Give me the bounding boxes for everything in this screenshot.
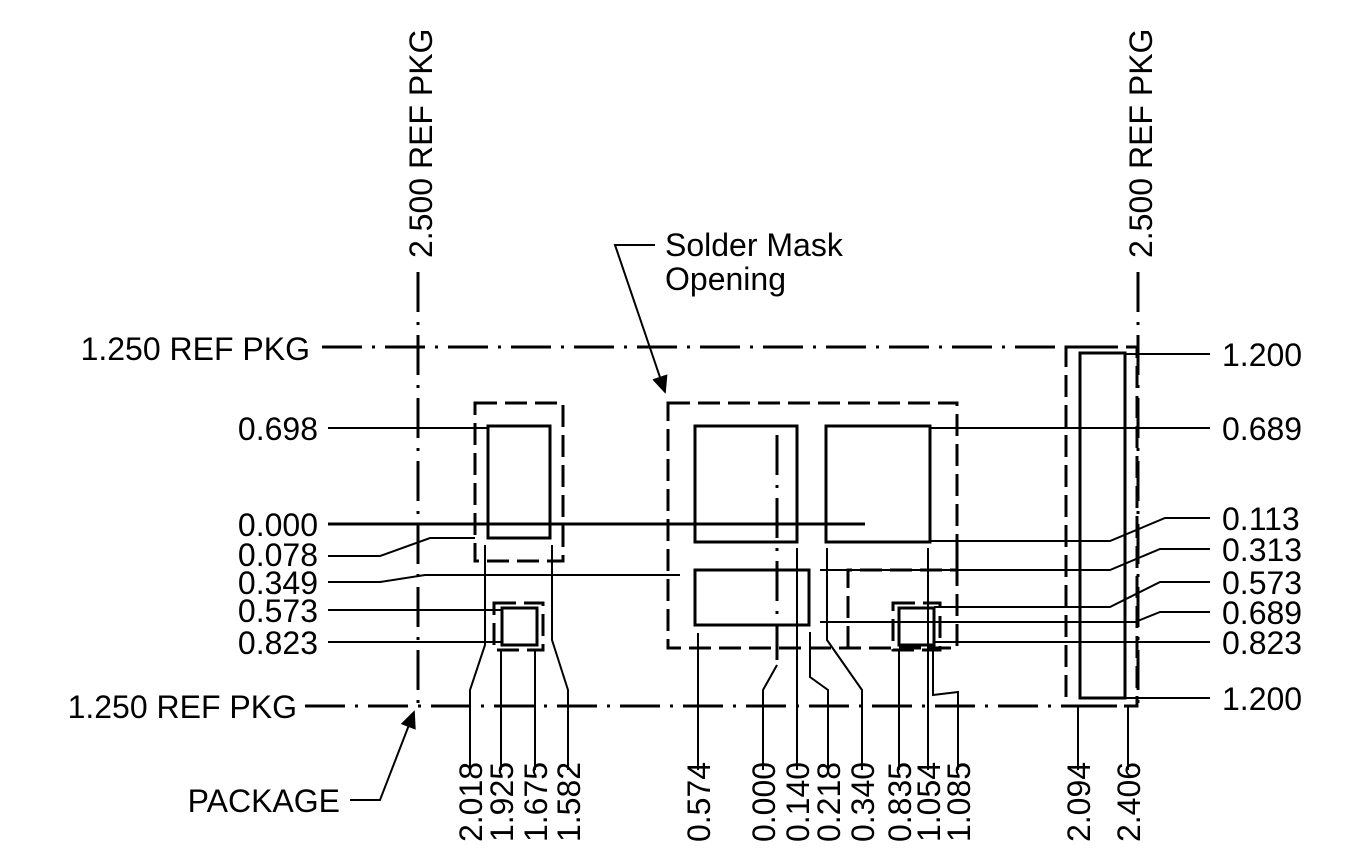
right-pad [1064,345,1139,708]
left-label-0349: 0.349 [238,565,318,601]
bottom-label: 0.835 [882,762,918,842]
top-label-right: 2.500 REF PKG [1123,29,1159,258]
top-label-left: 2.500 REF PKG [403,29,439,258]
left-pad [473,401,565,652]
right-label-0573: 0.573 [1222,565,1302,601]
dimension-leaders [328,244,1210,801]
bottom-label: 1.085 [941,762,977,842]
bottom-label: 1.054 [911,762,947,842]
bottom-label: 2.094 [1061,762,1097,842]
left-ref-top: 1.250 REF PKG [81,331,310,367]
bottom-label: 1.675 [518,762,554,842]
bottom-label: 0.340 [845,762,881,842]
bottom-label: 0.218 [811,762,847,842]
bottom-label: 2.018 [453,762,489,842]
bottom-label: 0.574 [681,762,717,842]
right-label-1200-bottom: 1.200 [1222,681,1302,717]
bottom-label: 1.582 [551,762,587,842]
right-label-0689: 0.689 [1222,411,1302,447]
right-label-1200-top: 1.200 [1222,337,1302,373]
right-label-0313: 0.313 [1222,532,1302,568]
package-outline [305,272,1140,708]
package-callout: PACKAGE [188,783,340,819]
right-label-0113: 0.113 [1222,501,1300,537]
left-label-0078: 0.078 [238,537,318,573]
bottom-label: 1.925 [484,762,520,842]
bottom-labels: 2.018 1.925 1.675 1.582 0.574 0.000 0.14… [453,762,1147,842]
left-label-0000: 0.000 [238,507,318,543]
left-label-0698: 0.698 [238,411,318,447]
solder-mask-callout-line1: Solder Mask [665,227,844,263]
right-label-0689b: 0.689 [1222,595,1302,631]
right-label-0823: 0.823 [1222,625,1302,661]
bottom-label: 0.000 [746,762,782,842]
solder-mask-callout-line2: Opening [665,261,786,297]
bottom-label: 2.406 [1111,762,1147,842]
left-label-0823: 0.823 [238,625,318,661]
left-ref-bottom: 1.250 REF PKG [68,689,297,725]
left-label-0573: 0.573 [238,593,318,629]
bottom-label: 0.140 [780,762,816,842]
